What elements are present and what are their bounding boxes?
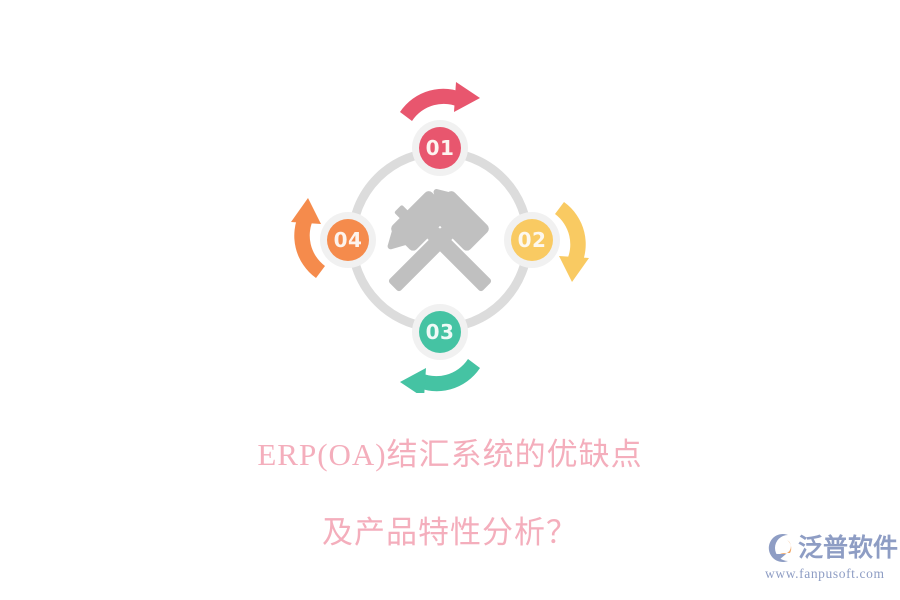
crossed-hammers-icon — [387, 189, 492, 292]
curved-arrow-right-icon — [555, 202, 589, 282]
page-title-line-1: ERP(OA)结汇系统的优缺点 — [257, 437, 643, 472]
brand-url: www.fanpusoft.com — [765, 566, 885, 581]
cycle-step-02[interactable]: 02 — [504, 212, 560, 268]
brand-name: 泛普软件 — [798, 533, 899, 562]
brand-row: 泛普软件 — [764, 531, 898, 565]
cycle-step-01[interactable]: 01 — [412, 120, 468, 176]
step-03-badge — [419, 311, 461, 353]
curved-arrow-left-icon — [291, 198, 325, 278]
cycle-step-04[interactable]: 04 — [320, 212, 376, 268]
step-02-label: 02 — [518, 228, 547, 252]
step-04-badge — [327, 219, 369, 261]
curved-arrow-top-icon — [400, 82, 480, 121]
cycle-diagram: 01 02 03 — [280, 68, 600, 393]
step-02-badge — [511, 219, 553, 261]
curved-arrow-bottom-icon — [400, 359, 480, 393]
fanpu-logo-icon — [764, 532, 796, 564]
page-title-line-2: 及产品特性分析？ — [322, 515, 578, 550]
step-04-label: 04 — [334, 228, 363, 252]
brand-watermark: 泛普软件 www.fanpusoft.com — [764, 531, 898, 587]
step-03-label: 03 — [426, 320, 455, 344]
step-01-badge — [419, 127, 461, 169]
page-title: ERP(OA)结汇系统的优缺点 及产品特性分析？ — [0, 396, 900, 591]
step-01-label: 01 — [426, 136, 455, 160]
cycle-step-03[interactable]: 03 — [412, 304, 468, 360]
